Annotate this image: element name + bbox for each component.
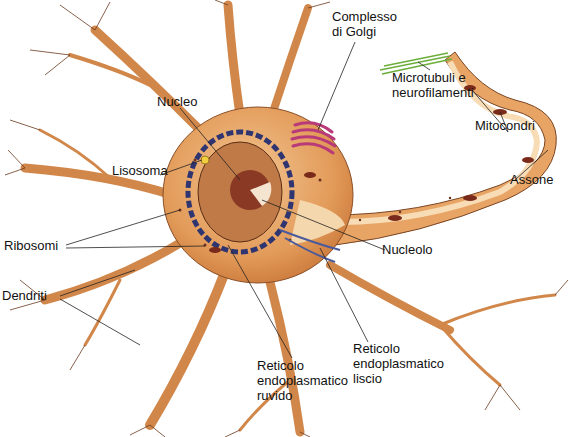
dendrites bbox=[25, 5, 555, 432]
leader-line bbox=[262, 200, 385, 250]
dendrite bbox=[70, 55, 150, 85]
leader-line bbox=[318, 42, 355, 130]
mitochondrion bbox=[522, 157, 534, 163]
dendrite bbox=[440, 295, 555, 325]
rough-er bbox=[188, 132, 292, 252]
dendrite bbox=[272, 8, 308, 115]
microtubule bbox=[380, 56, 450, 70]
ribosome bbox=[319, 179, 322, 182]
mitochondrion bbox=[463, 195, 477, 201]
leader-line bbox=[66, 210, 205, 248]
fine-branch bbox=[5, 0, 568, 437]
part-label: Assone bbox=[510, 172, 553, 187]
ribosome bbox=[399, 211, 401, 213]
part-label: Nucleo bbox=[157, 94, 197, 109]
part-label: Nucleolo bbox=[382, 242, 433, 257]
part-label: Dendriti bbox=[2, 288, 47, 303]
dendrite bbox=[85, 280, 120, 345]
axon bbox=[330, 52, 556, 245]
part-label: Lisosoma bbox=[112, 163, 168, 178]
part-label: Reticolo endoplasmatico liscio bbox=[353, 341, 453, 386]
dendrite bbox=[330, 265, 450, 330]
part-label: Complesso di Golgi bbox=[332, 9, 404, 39]
dendrite bbox=[40, 130, 110, 178]
golgi bbox=[292, 123, 335, 153]
mitochondrion bbox=[388, 215, 402, 221]
lysosome bbox=[201, 156, 209, 164]
ribosome bbox=[449, 197, 451, 199]
fine-branches bbox=[5, 0, 568, 437]
smooth-er bbox=[280, 230, 340, 262]
microtubule bbox=[384, 53, 448, 66]
leader-line bbox=[60, 270, 140, 345]
dendrite bbox=[150, 272, 225, 425]
leader-line bbox=[180, 108, 240, 180]
leader-line bbox=[320, 248, 368, 342]
dendrite bbox=[95, 30, 205, 135]
mitochondrion bbox=[304, 172, 316, 178]
nucleus bbox=[198, 142, 282, 242]
mitochondria bbox=[209, 85, 534, 253]
golgi-cisterna bbox=[293, 144, 333, 153]
part-label: Microtubuli e neurofilamenti bbox=[392, 70, 492, 100]
leader-line bbox=[418, 62, 430, 70]
part-label: Ribosomi bbox=[4, 238, 58, 253]
mitochondrion bbox=[209, 247, 221, 253]
leader-line bbox=[228, 245, 292, 358]
part-label: Mitocondri bbox=[475, 118, 535, 133]
dendrite bbox=[228, 5, 240, 115]
part-label: Reticolo endoplasmatico ruvido bbox=[257, 358, 357, 403]
leader-lines bbox=[60, 42, 548, 358]
ribosome bbox=[359, 219, 361, 221]
dendrite bbox=[440, 325, 500, 385]
dendrite bbox=[270, 282, 300, 432]
axoplasm bbox=[340, 62, 537, 222]
